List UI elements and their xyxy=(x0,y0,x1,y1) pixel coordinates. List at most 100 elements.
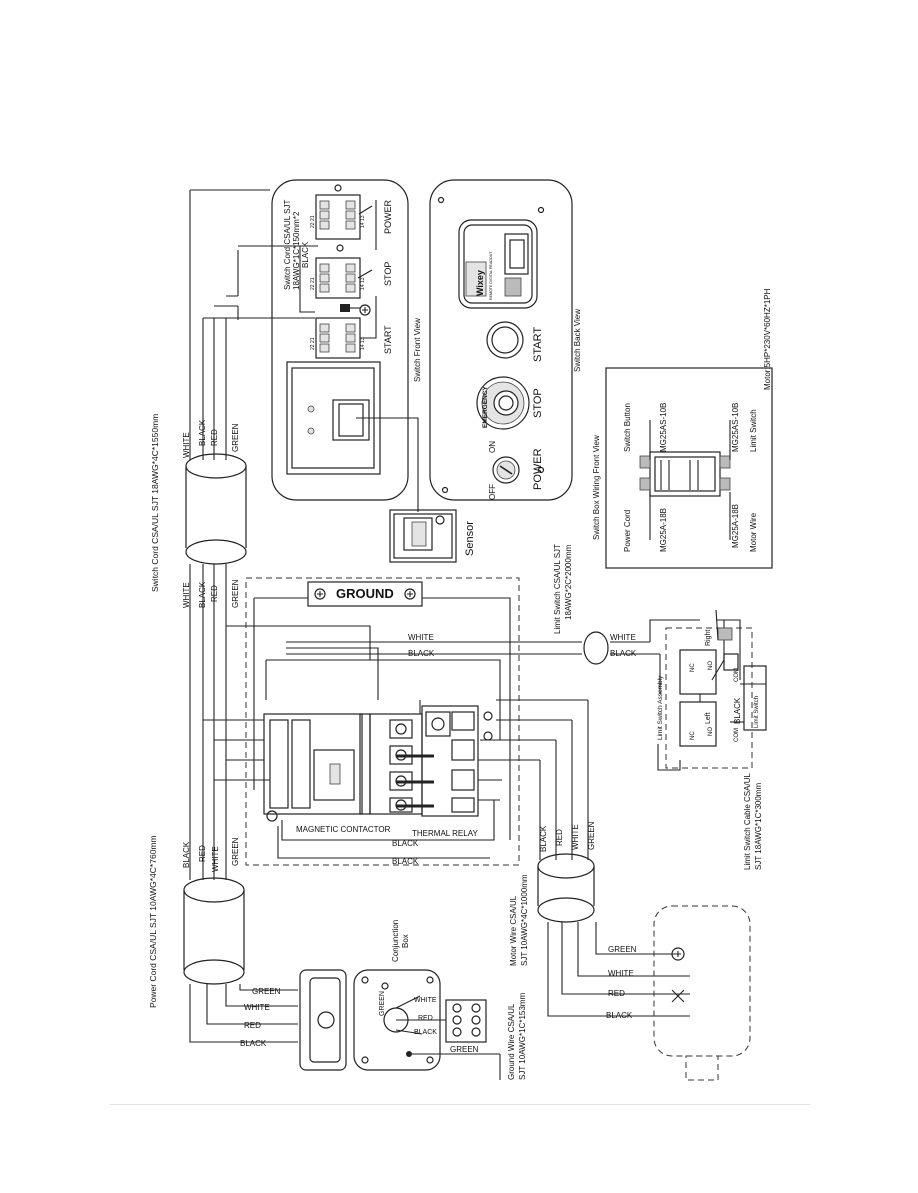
switch-cord-spec: Switch Cord CSA/UL SJT 18AWG*4C*1550mm xyxy=(150,414,160,592)
power-cord-green-label: GREEN xyxy=(231,837,240,866)
conj-red-label: RED xyxy=(418,1015,433,1022)
mg25as-10b-right: MG25AS-10B xyxy=(731,403,740,452)
left-label: Left xyxy=(705,712,712,724)
emergency-stop-button: EMERGENCY xyxy=(476,376,530,430)
motor-wire-spec-2: SJT 10AWG*4C*1000mm xyxy=(520,874,529,966)
conj-white-label: WHITE xyxy=(414,997,437,1004)
svg-text:22 21: 22 21 xyxy=(310,337,316,350)
control-box xyxy=(203,577,520,866)
motor-green-bottom: GREEN xyxy=(608,945,637,954)
conj-black-label: BLACK xyxy=(414,1029,437,1036)
conj-green-bottom: GREEN xyxy=(450,1045,479,1054)
motor-green-label: GREEN xyxy=(587,821,596,850)
start-label-back: START xyxy=(532,327,544,362)
motor xyxy=(653,905,751,1081)
switch-cord-black-label-2: BLACK xyxy=(198,581,207,608)
motor-red-bottom: RED xyxy=(608,989,625,998)
control-white-label: WHITE xyxy=(408,633,434,642)
stop-switch-block: 22 21 14 13 xyxy=(310,244,373,299)
footer-rule xyxy=(110,1104,810,1105)
switch-cord-white-label-2: WHITE xyxy=(182,582,191,608)
mg25as-10b-top: MG25AS-10B xyxy=(659,403,668,452)
conj-green-label: GREEN xyxy=(379,991,386,1016)
motor-wire-spec-1: Motor Wire CSA/UL xyxy=(509,895,518,966)
svg-text:14 13: 14 13 xyxy=(360,277,366,290)
power-switch-block: 22 21 14 13 xyxy=(310,184,373,240)
plug-housing xyxy=(299,969,347,1071)
nc-top: NC xyxy=(690,663,696,672)
limit-white-label: WHITE xyxy=(610,633,636,642)
limit-switch-spec-1: Limit Switch CSA/UL SJT xyxy=(553,544,562,634)
power-cord-black-label: BLACK xyxy=(182,841,191,868)
svg-text:14 13: 14 13 xyxy=(360,215,366,228)
limit-switch-label: Limit Switch xyxy=(754,696,760,728)
digital-readout: Wixey REMOTE DIGITAL READOUT xyxy=(458,219,538,309)
motor-white-label: WHITE xyxy=(571,824,580,850)
power-cord-red-label: RED xyxy=(198,845,207,862)
start-label-front: START xyxy=(383,325,393,354)
power-cord-spec: Power Cord CSA/UL SJT 10AWG*4C*760mm xyxy=(148,835,158,1008)
conjunction-box-label-2: Box xyxy=(401,934,410,948)
switch-button-label: Switch Button xyxy=(623,403,632,452)
motor-black-label: BLACK xyxy=(539,825,548,852)
switch-box-wiring-title: Switch Box Wiring Front View xyxy=(592,435,601,540)
nc-bottom: NC xyxy=(690,731,696,740)
ground-bar xyxy=(307,581,423,607)
control-black-label-2: BLACK xyxy=(392,857,419,866)
stop-label-back: STOP xyxy=(532,388,544,418)
motor-spec: Motor:5HP*230V*60HZ*1PH xyxy=(763,288,772,390)
power-cord-white-bottom: WHITE xyxy=(244,1003,270,1012)
limit-switch-spec-2: 18AWG*2C*2000mm xyxy=(564,544,573,620)
motor-black-bottom: BLACK xyxy=(606,1011,633,1020)
off-label: OFF xyxy=(488,484,497,500)
ground-wire-spec-1: Ground Wire CSA/UL xyxy=(507,1003,516,1080)
switch-cord-white-label: WHITE xyxy=(182,432,191,458)
switch-box-wiring-view xyxy=(605,367,773,569)
switch-back-view-panel: Wixey REMOTE DIGITAL READOUT EMERGENCY xyxy=(429,179,573,501)
power-cord-black-bottom: BLACK xyxy=(240,1039,267,1048)
sensor xyxy=(389,509,457,563)
mg25a-18b-right: MG25A-18B xyxy=(731,504,740,548)
limit-switch-cable-2: SJT 18AWG*1C*300mm xyxy=(754,783,763,870)
switch-cord-red-label: RED xyxy=(210,429,219,446)
svg-text:14 13: 14 13 xyxy=(360,337,366,350)
emergency-text: EMERGENCY xyxy=(482,385,489,428)
readout-brand: Wixey xyxy=(475,270,485,296)
motor-red-label: RED xyxy=(555,829,564,846)
conjunction-box xyxy=(353,969,500,1071)
limit-switch-cable-1: Limit Switch Cable CSA/UL xyxy=(743,773,752,870)
power-cord-white-label: WHITE xyxy=(211,846,220,872)
motor-wire-label-box: Motor Wire xyxy=(749,512,758,552)
right-label: Right xyxy=(705,630,712,646)
switch-cord-green-label-2: GREEN xyxy=(231,579,240,608)
control-black-label-1: BLACK xyxy=(392,839,419,848)
switch-front-view-panel: 22 21 14 13 22 21 14 13 22 21 14 13 xyxy=(238,179,419,512)
svg-text:22 21: 22 21 xyxy=(310,215,316,228)
limit-switch-cord xyxy=(286,619,700,694)
panel-ground-screw xyxy=(340,304,371,316)
mg25a-18b-left: MG25A-18B xyxy=(659,508,668,552)
svg-text:22 21: 22 21 xyxy=(310,277,316,290)
limit-switch-assembly xyxy=(657,609,767,771)
switch-cord-black-label: BLACK xyxy=(198,419,207,446)
power-label-back: POWER xyxy=(532,448,544,490)
conjunction-box-label-1: Conjunction xyxy=(391,920,400,962)
limit-black-vertical: BLACK xyxy=(733,697,742,724)
switch-front-view-title: Switch Front View xyxy=(413,318,422,382)
com-top: COM xyxy=(734,668,740,682)
power-cord-label-box: Power Cord xyxy=(623,510,632,552)
switch-cord xyxy=(185,189,315,740)
thermal-relay-label: THERMAL RELAY xyxy=(412,829,478,838)
switch-cord-green-label: GREEN xyxy=(231,423,240,452)
ground-label: GROUND xyxy=(336,586,394,601)
ground-wire-spec-2: SJT 10AWG*1C*153mm xyxy=(518,993,527,1080)
switch-back-view-title: Switch Back View xyxy=(573,309,582,372)
readout-caption: REMOTE DIGITAL READOUT xyxy=(489,251,493,300)
switch-cord-red-label-2: RED xyxy=(210,585,219,602)
start-button xyxy=(486,321,524,359)
power-label-front: POWER xyxy=(383,199,393,234)
power-cord-red-bottom: RED xyxy=(244,1021,261,1030)
motor-white-bottom: WHITE xyxy=(608,969,634,978)
